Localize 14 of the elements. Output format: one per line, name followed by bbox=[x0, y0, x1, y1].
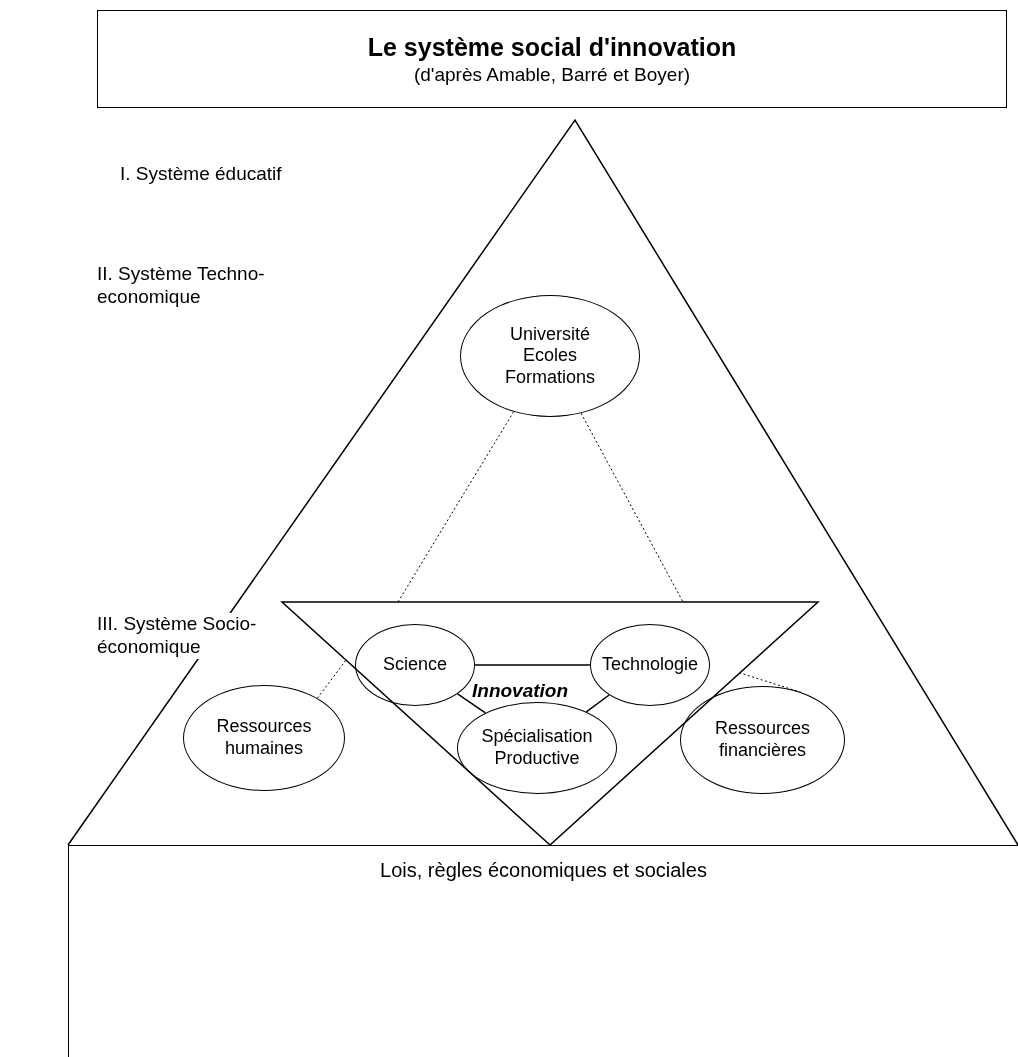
open-frame bbox=[68, 845, 1018, 1057]
dotted-line bbox=[316, 659, 347, 699]
connector-line bbox=[585, 694, 610, 713]
connector-line bbox=[474, 664, 591, 666]
dotted-line bbox=[580, 412, 684, 603]
level-label: II. Système Techno-economique bbox=[97, 263, 266, 309]
connector-line bbox=[456, 693, 487, 714]
heading-text: Le système social d'innovation bbox=[367, 31, 737, 63]
dotted-line bbox=[397, 411, 515, 603]
subtitle: (d'après Amable, Barré et Boyer) bbox=[413, 62, 691, 87]
center-label: Innovation bbox=[472, 680, 570, 703]
frame-caption: Lois, règles économiques et sociales bbox=[380, 858, 707, 883]
title-box bbox=[97, 10, 1007, 108]
level-label: I. Système éducatif bbox=[120, 163, 283, 186]
